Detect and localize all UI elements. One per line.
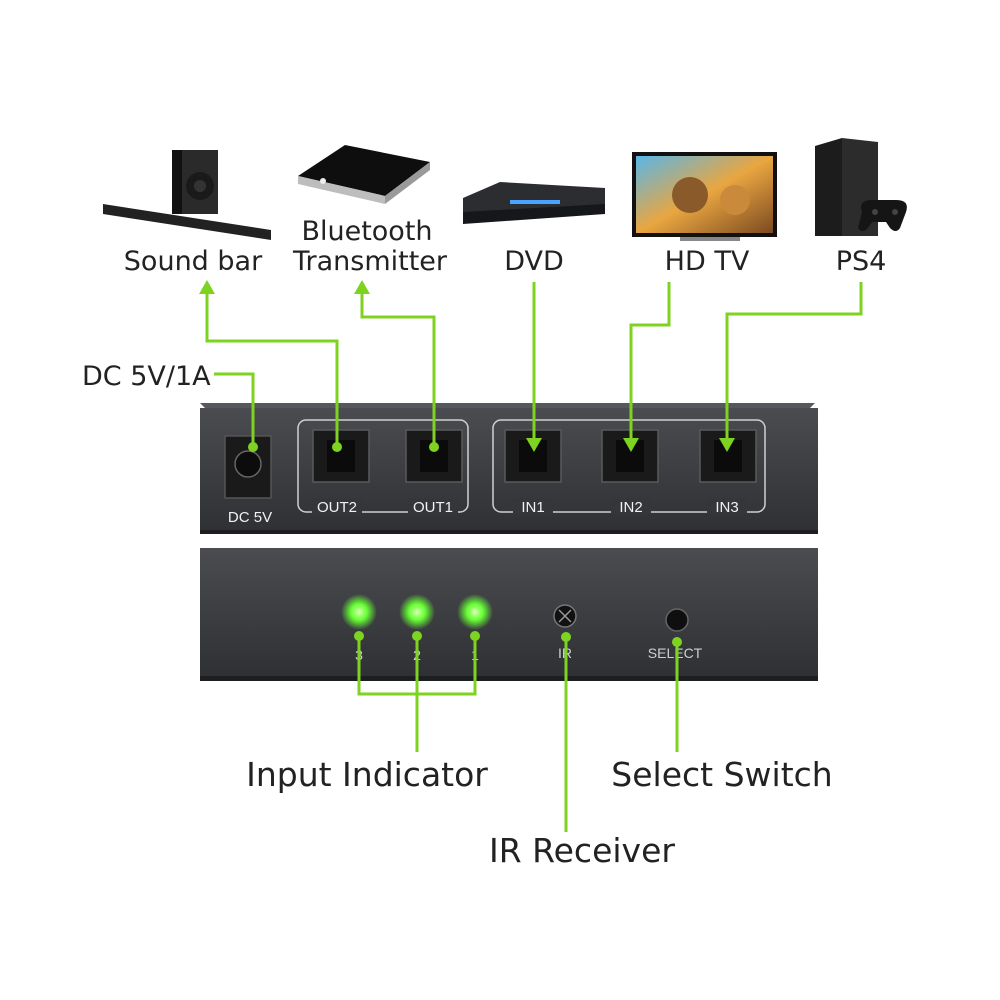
ir-sensor — [553, 604, 577, 628]
connector-lines — [199, 280, 863, 832]
ir-receiver-label: IR Receiver — [489, 831, 675, 870]
led-3 — [341, 594, 377, 630]
port-label-in3: IN3 — [715, 499, 738, 516]
output-group-frame — [297, 419, 469, 513]
bluetooth-label-line2: Transmitter — [292, 246, 448, 277]
port-label-out2: OUT2 — [317, 499, 357, 516]
bluetooth-label-line1: Bluetooth — [301, 216, 432, 247]
ps4-label: PS4 — [836, 246, 887, 277]
select-switch-label: Select Switch — [611, 755, 832, 794]
power-label: DC 5V/1A — [82, 361, 211, 392]
port-in2 — [601, 429, 659, 483]
dvd-player-image — [463, 182, 605, 224]
port-out2 — [312, 429, 370, 483]
led-indicators — [341, 594, 493, 630]
soundbar-label: Sound bar — [124, 246, 263, 277]
port-label-out1: OUT1 — [413, 499, 453, 516]
ps4-image — [815, 138, 907, 236]
front-panel — [200, 548, 818, 681]
port-label-in2: IN2 — [619, 499, 642, 516]
select-label: SELECT — [648, 645, 703, 661]
led-1 — [457, 594, 493, 630]
select-button[interactable] — [665, 608, 689, 632]
led-2 — [399, 594, 435, 630]
dvd-label: DVD — [504, 246, 564, 277]
soundbar-image — [103, 150, 271, 240]
hdtv-image — [632, 152, 777, 241]
dc-port-label: DC 5V — [228, 509, 272, 526]
hdtv-label: HD TV — [665, 246, 750, 277]
port-label-in1: IN1 — [521, 499, 544, 516]
input-indicator-label: Input Indicator — [246, 755, 488, 794]
dc-jack — [224, 435, 272, 499]
bluetooth-transmitter-image — [298, 145, 430, 204]
